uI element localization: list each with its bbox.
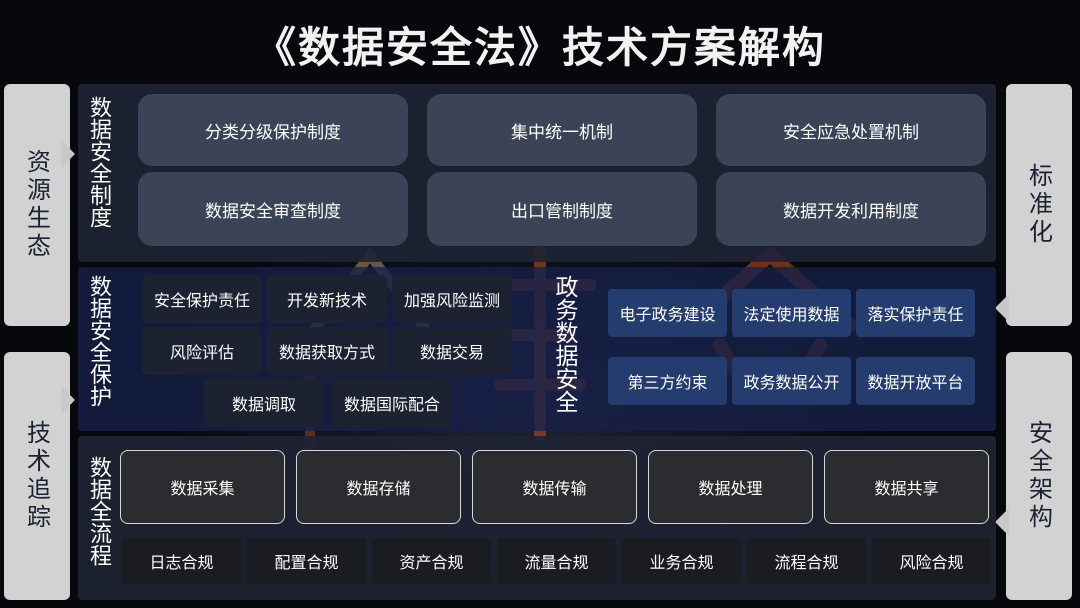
sidebar-standardization: 标准化: [1006, 84, 1072, 326]
compliance-item: 流程合规: [747, 538, 866, 584]
gov-item: 法定使用数据: [732, 289, 851, 337]
lifecycle-stage: 数据共享: [824, 450, 989, 524]
section-label: 数据安全制度: [86, 96, 111, 228]
protection-item: 数据国际配合: [332, 379, 452, 427]
sidebar-label: 技术追踪: [22, 420, 51, 532]
panel-data-security-system: 数据安全制度 分类分级保护制度 集中统一机制 安全应急处置机制 数据安全审查制度…: [78, 84, 996, 262]
chevron-right-icon: [61, 386, 75, 414]
gov-section-label: 政务数据安全: [551, 275, 577, 413]
protection-item: 数据获取方式: [267, 327, 387, 375]
chevron-right-icon: [61, 140, 75, 168]
lifecycle-stage: 数据采集: [120, 450, 285, 524]
gov-item: 电子政务建设: [608, 289, 727, 337]
system-item: 分类分级保护制度: [138, 94, 408, 166]
protection-item: 开发新技术: [267, 275, 387, 323]
sidebar-label: 标准化: [1024, 163, 1053, 247]
compliance-item: 资产合规: [372, 538, 491, 584]
protection-item: 数据调取: [204, 379, 324, 427]
gov-item: 落实保护责任: [856, 289, 975, 337]
system-item: 数据安全审查制度: [138, 172, 408, 246]
panel-data-security-protection: 数据安全保护 安全保护责任 开发新技术 加强风险监测 风险评估 数据获取方式 数…: [78, 267, 996, 431]
gov-item: 数据开放平台: [856, 357, 975, 405]
system-item: 安全应急处置机制: [716, 94, 986, 166]
system-item: 出口管制制度: [427, 172, 697, 246]
gov-item: 政务数据公开: [732, 357, 851, 405]
compliance-item: 风险合规: [872, 538, 991, 584]
protection-item: 数据交易: [392, 327, 512, 375]
lifecycle-stage: 数据处理: [648, 450, 813, 524]
chevron-left-icon: [995, 294, 1009, 322]
compliance-item: 业务合规: [622, 538, 741, 584]
system-item: 数据开发利用制度: [716, 172, 986, 246]
compliance-item: 日志合规: [122, 538, 241, 584]
sidebar-label: 安全架构: [1024, 420, 1053, 532]
lifecycle-stage: 数据传输: [472, 450, 637, 524]
lifecycle-stage: 数据存储: [296, 450, 461, 524]
protection-item: 安全保护责任: [142, 275, 262, 323]
compliance-item: 配置合规: [247, 538, 366, 584]
sidebar-resource-ecology: 资源生态: [4, 84, 70, 326]
chevron-left-icon: [995, 508, 1009, 536]
gov-item: 第三方约束: [608, 357, 727, 405]
panel-data-lifecycle: 数据全流程 数据采集 数据存储 数据传输 数据处理 数据共享 日志合规 配置合规…: [78, 436, 996, 600]
section-label: 数据安全保护: [86, 275, 111, 407]
compliance-item: 流量合规: [497, 538, 616, 584]
system-item: 集中统一机制: [427, 94, 697, 166]
protection-item: 加强风险监测: [392, 275, 512, 323]
sidebar-security-architecture: 安全架构: [1006, 352, 1072, 600]
section-label: 数据全流程: [86, 456, 111, 566]
sidebar-tech-tracking: 技术追踪: [4, 352, 70, 600]
protection-item: 风险评估: [142, 327, 262, 375]
page-title: 《数据安全法》技术方案解构: [253, 23, 826, 72]
sidebar-label: 资源生态: [22, 149, 51, 261]
